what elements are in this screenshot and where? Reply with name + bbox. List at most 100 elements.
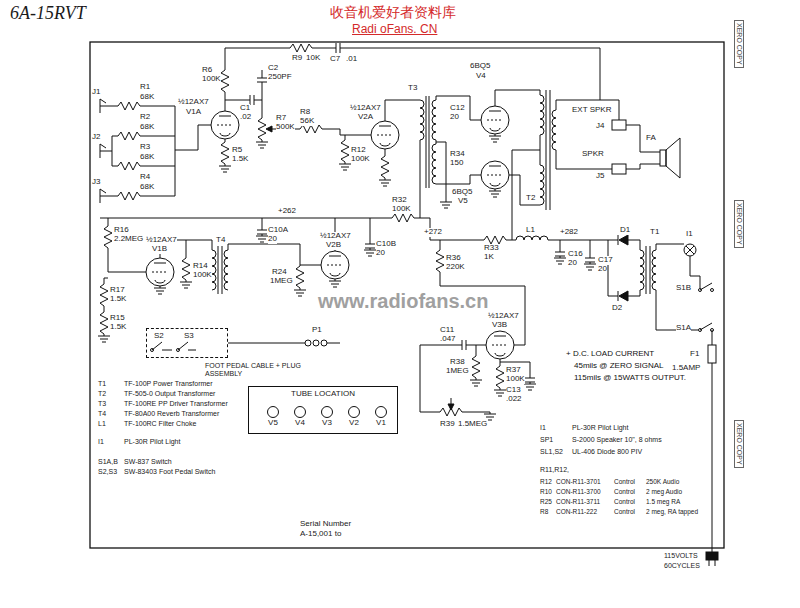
component-label: R36 (446, 254, 461, 263)
component-label: T3 (408, 84, 417, 93)
ground-symbol (584, 262, 596, 270)
tube-outline (322, 407, 333, 418)
resistor-symbol (484, 236, 506, 244)
component-label: F1 (690, 350, 699, 359)
resistor-symbol (100, 284, 108, 306)
node-text: TUBE LOCATION (249, 387, 397, 399)
resistor-symbol (118, 192, 140, 200)
wire (100, 48, 712, 552)
component-label: ½12AX7 (350, 104, 381, 113)
component-label: R16 (114, 226, 129, 235)
component-label: R8 (300, 108, 310, 117)
input-jack (100, 144, 108, 158)
component-label: C10B (376, 240, 396, 249)
component-label: S2 (154, 332, 164, 341)
component-label: .01 (346, 55, 357, 64)
component-label: V1B (152, 245, 167, 254)
component-label: 115VOLTS (664, 552, 698, 560)
resistor-symbol (118, 102, 140, 110)
component-label: 1.5K (110, 323, 126, 332)
tube-outline (295, 407, 306, 418)
ground-symbol (494, 388, 506, 396)
table-cell: Control (614, 488, 635, 495)
resistor-symbol (221, 142, 229, 164)
capacitor-symbol (336, 43, 340, 53)
table-cell: 2 meg, RA tapped (646, 508, 698, 515)
component-label: R15 (110, 314, 125, 323)
node-text: V5 (263, 419, 283, 428)
component-label: J2 (92, 133, 100, 142)
table-cell: Control (614, 478, 635, 485)
component-label: 1.5AMP (672, 364, 700, 373)
resistor-symbol (221, 70, 229, 92)
component-label: J3 (92, 178, 100, 187)
component-label: J1 (92, 88, 100, 97)
component-label: R1 (140, 83, 150, 92)
table-cell: R12 (540, 478, 552, 485)
tube-outline (376, 407, 387, 418)
table-cell: R8 (540, 508, 548, 515)
component-label: 150 (450, 159, 463, 168)
component-label: .02 (240, 113, 251, 122)
table-cell: S1A,B (98, 458, 118, 466)
component-label: 56K (300, 117, 314, 126)
table-cell: PL-30R Pilot Light (572, 424, 628, 432)
component-label: 100K (506, 375, 525, 384)
table-cell: T3 (98, 400, 106, 408)
table-cell: SL1,S2 (540, 448, 563, 456)
component-label: D2 (612, 304, 622, 313)
component-label: C11 (440, 326, 454, 335)
component-label: FA (646, 134, 656, 143)
ground-symbol (489, 134, 501, 142)
resistor-symbol (496, 366, 504, 388)
stamp-text: XERO COPY (734, 420, 744, 468)
table-cell: 250K Audio (646, 478, 679, 485)
component-label: 20 (268, 235, 277, 244)
component-label: R24 (272, 268, 287, 277)
component-label: D1 (620, 226, 630, 235)
component-label: 20 (450, 113, 459, 122)
input-jack (100, 99, 108, 113)
node-text: V4 (290, 419, 310, 428)
component-label: 1.5K (110, 295, 126, 304)
component-label: A-15,001 to (300, 530, 341, 539)
ground-symbol (219, 164, 231, 172)
pilot-lamp-cross (686, 246, 694, 254)
component-label: 1MEG (270, 277, 293, 286)
component-label: R39 (440, 420, 455, 429)
note-text: 115mils @ 15WATTS OUTPUT. (574, 374, 686, 383)
component-label: 20 (568, 259, 577, 268)
component-label: C12 (450, 104, 465, 113)
component-label: S3 (184, 332, 194, 341)
table-cell: L1 (98, 420, 106, 428)
component-label: S1B (676, 284, 691, 293)
resistor-symbol (100, 312, 108, 334)
component-label: ½12AX7 (178, 98, 209, 107)
resistor-symbol (381, 156, 389, 178)
ground-symbol (256, 140, 268, 148)
capacitor-symbol (585, 258, 595, 262)
watermark-text: www.radiofans.cn (318, 290, 488, 312)
table-cell: R11,R12, (540, 466, 569, 474)
component-label: V1A (186, 108, 201, 117)
component-label: 60CYCLES (664, 562, 700, 570)
pilot-lamp (684, 244, 696, 256)
capacitor-symbol (250, 95, 254, 105)
tube-outline (349, 407, 360, 418)
ground-symbol (484, 412, 496, 420)
tube-symbol (486, 331, 514, 359)
plug-symbol (706, 552, 718, 560)
table-cell: SW-837 Switch (124, 458, 172, 466)
resistor-symbol (290, 44, 312, 52)
component-label: R14 (193, 262, 208, 271)
switch-lever (152, 342, 188, 350)
ground-symbol (256, 234, 268, 242)
component-label: 1K (484, 253, 494, 262)
component-label: 1.5MEG (458, 420, 487, 429)
ground-symbol (98, 334, 110, 342)
resistor-symbol (472, 356, 480, 378)
component-label: C16 (568, 250, 583, 259)
component-label: R12 (351, 146, 366, 155)
table-cell: 2 meg Audio (646, 488, 682, 495)
speaker-symbol (660, 150, 666, 166)
